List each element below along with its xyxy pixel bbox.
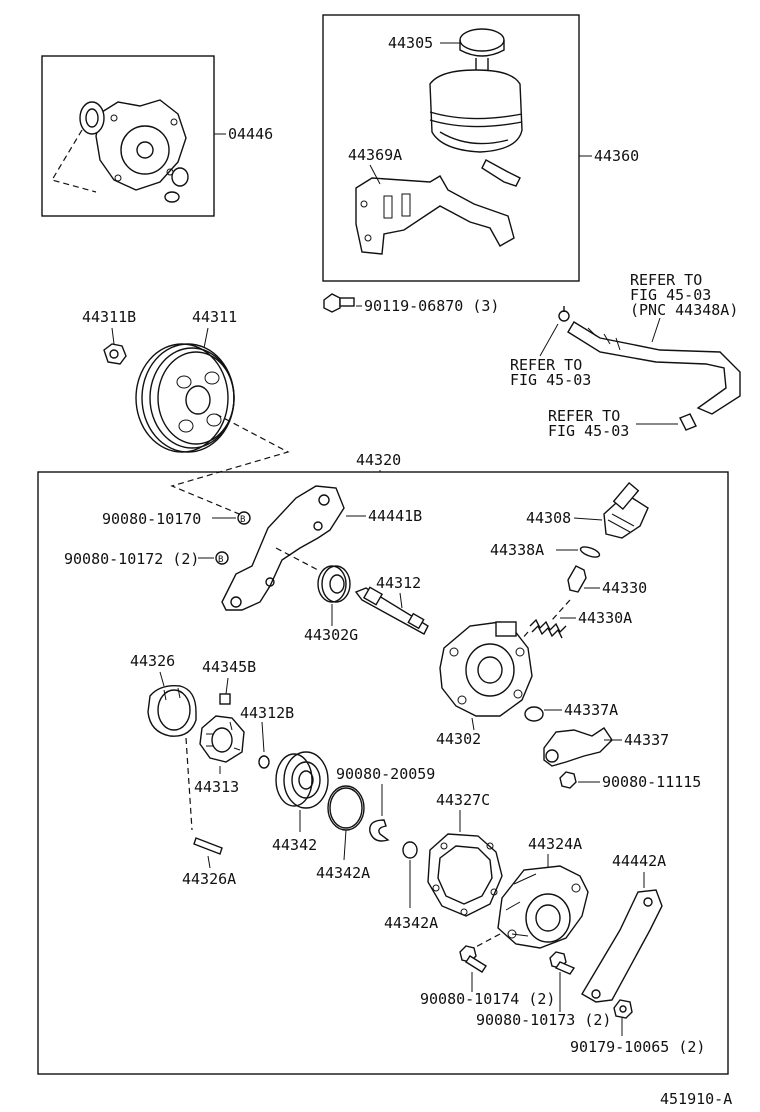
label-44320: 44320 — [356, 451, 401, 469]
shaft-44312: 44312 — [354, 574, 429, 635]
bolt-mark-b-1: B — [240, 515, 245, 525]
figure-code: 451910-A — [660, 1090, 732, 1108]
rear-housing-44324a: 44324A — [469, 835, 589, 951]
label-44338a: 44338A — [490, 541, 544, 559]
gasket-44327c: 44327C — [427, 791, 503, 917]
label-44360: 44360 — [594, 147, 639, 165]
label-44305: 44305 — [388, 34, 433, 52]
label-44327c: 44327C — [436, 791, 490, 809]
label-44337: 44337 — [624, 731, 669, 749]
label-44302g: 44302G — [304, 626, 358, 644]
label-44442a: 44442A — [612, 852, 666, 870]
bearing-44302g: 44302G — [275, 547, 358, 644]
label-44308: 44308 — [526, 509, 571, 527]
bolt-90119: 90119-06870 (3) — [323, 293, 499, 315]
label-44330a: 44330A — [578, 609, 632, 627]
label-90080-10170: 90080-10170 — [102, 510, 201, 528]
seal-parts: 44342 44342A 90080-20059 44342A — [272, 751, 438, 932]
label-refer-b-1: REFER TO — [510, 356, 582, 374]
label-44337a: 44337A — [564, 701, 618, 719]
label-90080-10174: 90080-10174 (2) — [420, 990, 555, 1008]
label-44311b: 44311B — [82, 308, 136, 326]
label-44342a-1: 44342A — [316, 864, 370, 882]
suction-port-parts: 44337A 44337 90080-11115 — [524, 701, 701, 791]
label-44342a-2: 44342A — [384, 914, 438, 932]
label-90080-10172: 90080-10172 (2) — [64, 550, 199, 568]
label-refer-b-2: FIG 45-03 — [510, 371, 591, 389]
label-90179-10065: 90179-10065 (2) — [570, 1038, 705, 1056]
label-44345b: 44345B — [202, 658, 256, 676]
label-44312b: 44312B — [240, 704, 294, 722]
label-90080-10173: 90080-10173 (2) — [476, 1011, 611, 1029]
label-44302: 44302 — [436, 730, 481, 748]
bolts-90080-1017x: 90080-10170 B 90080-10172 (2) B — [64, 510, 251, 568]
label-44326: 44326 — [130, 652, 175, 670]
bolt-mark-b-2: B — [218, 555, 223, 565]
label-44342: 44342 — [272, 836, 317, 854]
pulley-group: 44311B 44311 — [82, 308, 290, 517]
label-44369a: 44369A — [348, 146, 402, 164]
label-refer-a-3: (PNC 44348A) — [630, 301, 738, 319]
label-44441b: 44441B — [368, 507, 422, 525]
pump-body-44302: 44302 — [436, 621, 533, 748]
bracket-44442a: 44442A 90179-10065 (2) — [570, 852, 705, 1056]
label-90080-20059: 90080-20059 — [336, 765, 435, 783]
label-44326a: 44326A — [182, 870, 236, 888]
bolts-90080-1017x-rear: 90080-10174 (2) 90080-10173 (2) — [420, 945, 611, 1029]
flow-control-parts: 44308 44338A 44330 44330A — [490, 481, 649, 649]
label-refer-a-2: FIG 45-03 — [630, 286, 711, 304]
pump-assembly-box: 44320 — [37, 451, 729, 1075]
bracket-44441b: 44441B — [221, 485, 422, 611]
reservoir-inset: 44305 44369A 44360 — [322, 14, 639, 282]
label-44313: 44313 — [194, 778, 239, 796]
label-refer-a-1: REFER TO — [630, 271, 702, 289]
label-44312: 44312 — [376, 574, 421, 592]
label-04446: 04446 — [228, 125, 273, 143]
label-90080-11115: 90080-11115 — [602, 773, 701, 791]
label-refer-c-1: REFER TO — [548, 407, 620, 425]
label-44311: 44311 — [192, 308, 237, 326]
label-44324a: 44324A — [528, 835, 582, 853]
label-refer-c-2: FIG 45-03 — [548, 422, 629, 440]
cartridge-parts: 44326 44345B 44313 44312B 44326A — [130, 652, 294, 888]
label-90119-06870: 90119-06870 (3) — [364, 297, 499, 315]
gasket-kit-inset: 04446 — [41, 55, 273, 217]
return-hose-group: REFER TO FIG 45-03 (PNC 44348A) REFER TO… — [510, 271, 741, 440]
label-44330: 44330 — [602, 579, 647, 597]
